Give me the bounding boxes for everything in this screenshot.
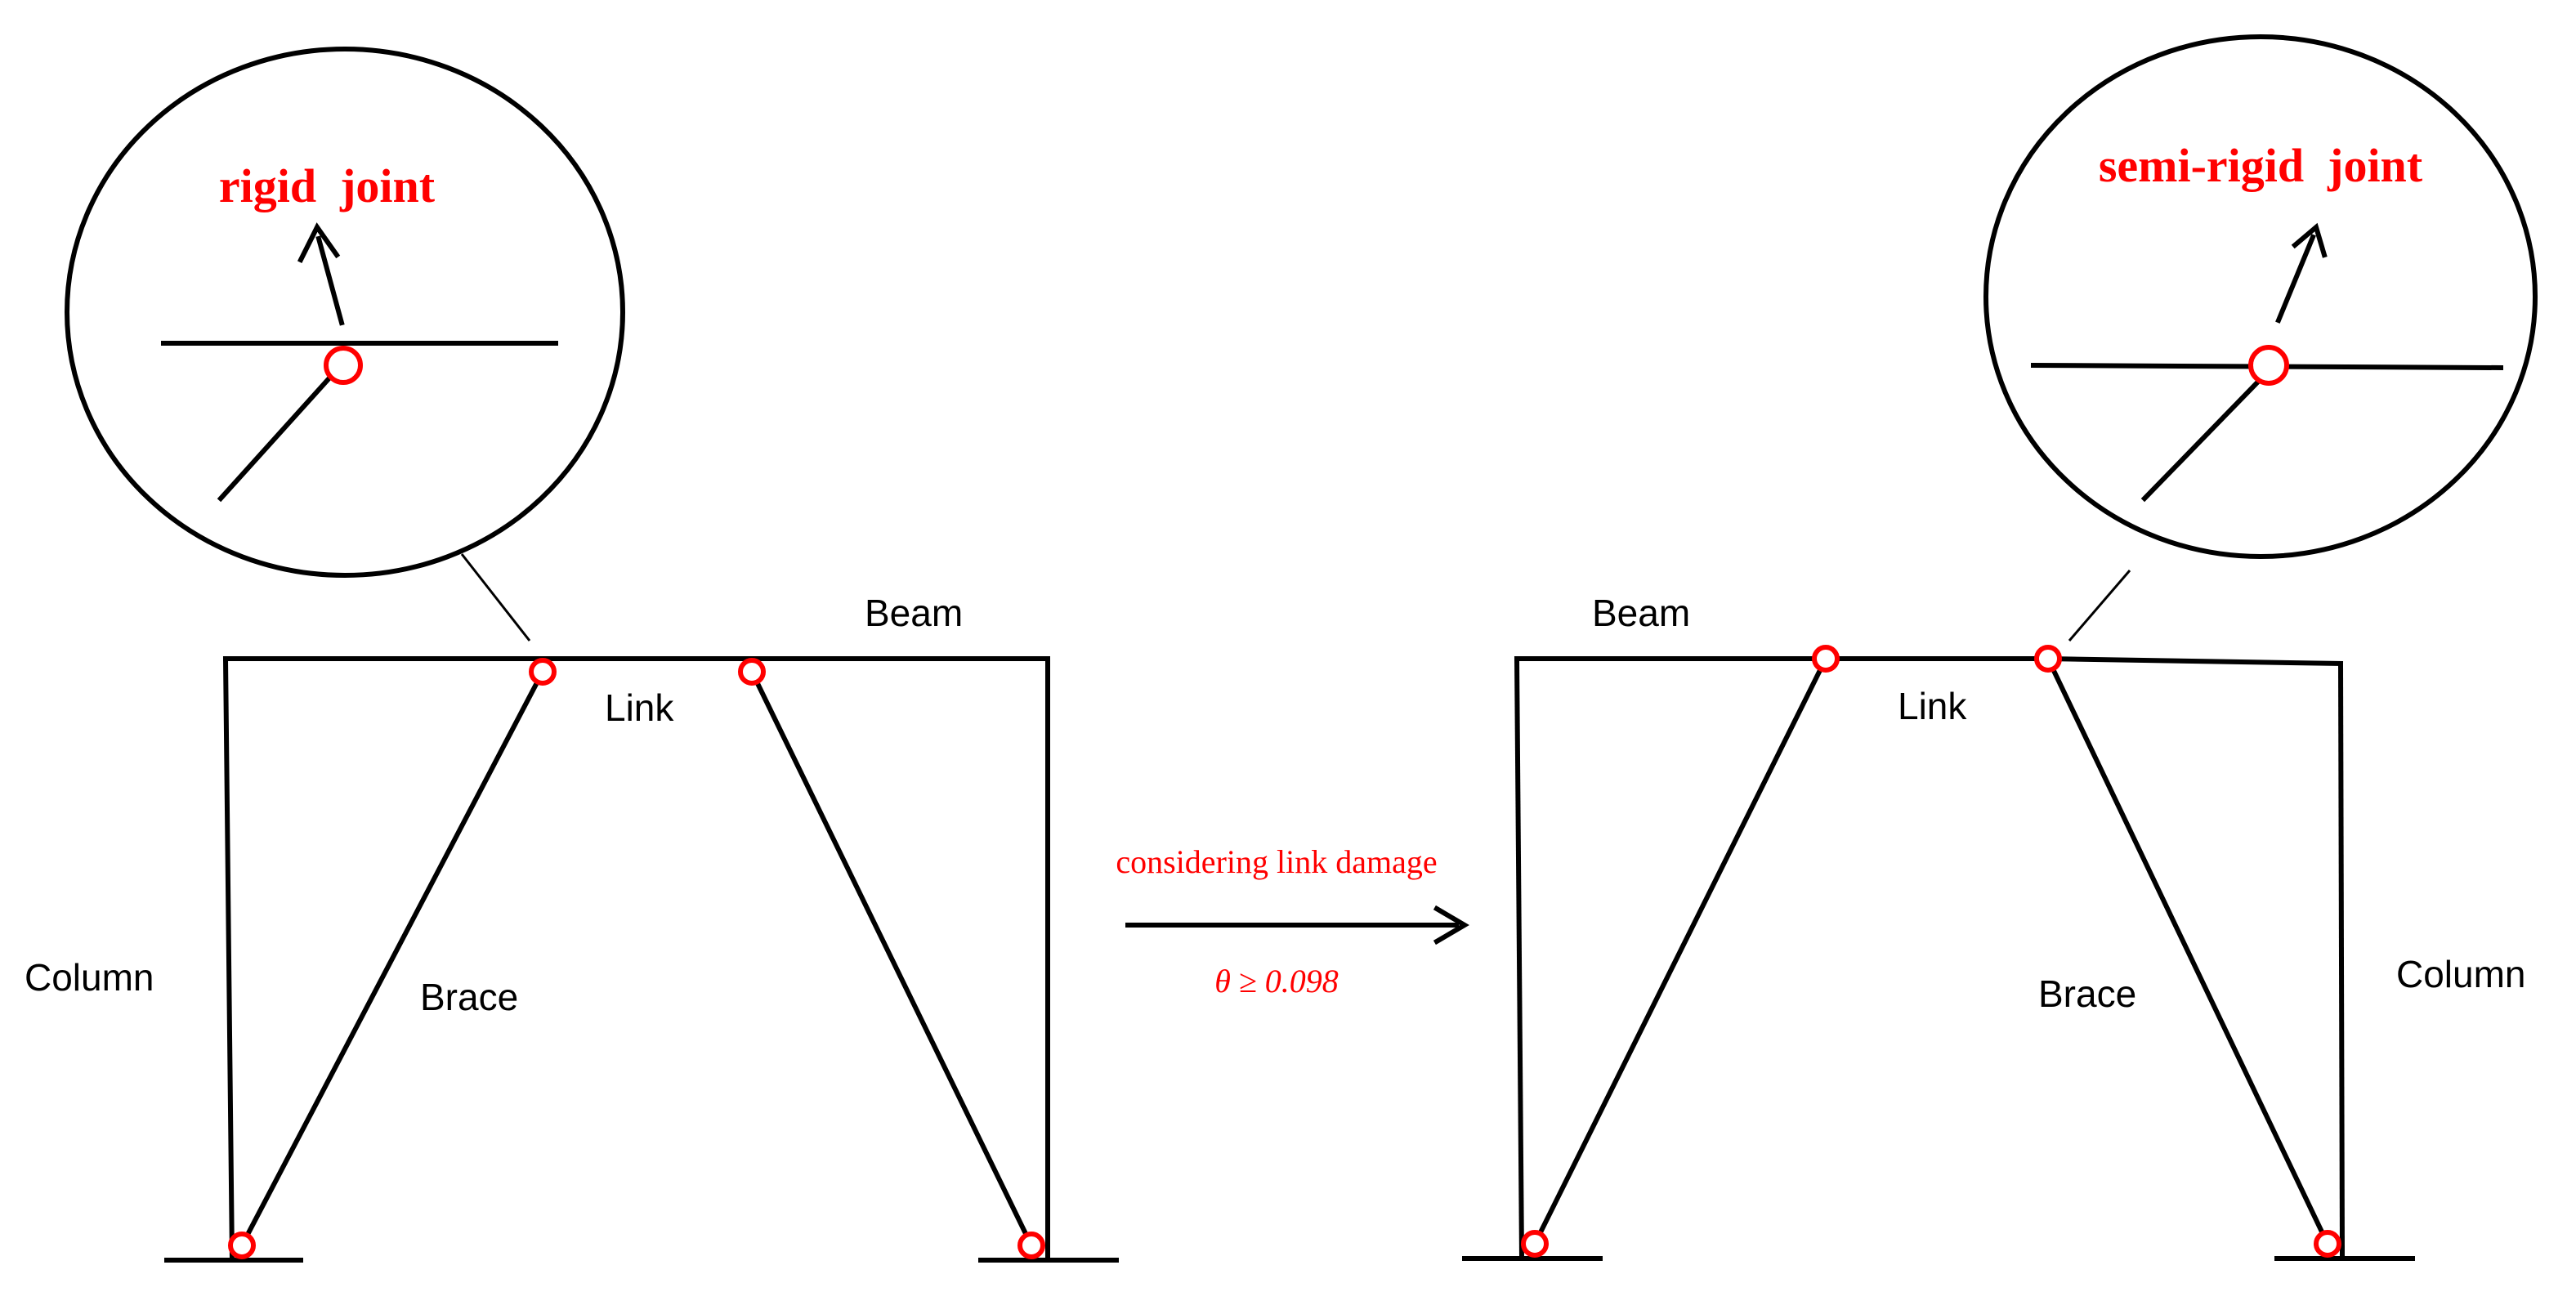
left-link-label: Link — [605, 686, 674, 729]
transition-condition-label: considering link damage — [1116, 843, 1437, 880]
right-zoom-circle — [1983, 34, 2538, 559]
left-frame: rigid joint Beam Link Brace Column — [25, 47, 1119, 1263]
transition-threshold-label: θ ≥ 0.098 — [1214, 963, 1339, 999]
left-zoom-arrow-head — [297, 222, 341, 264]
right-link-node-right — [2034, 645, 2062, 673]
left-brace-right — [748, 668, 1035, 1250]
left-zoom-arrow-shaft — [315, 235, 345, 326]
right-frame: semi-rigid joint Beam Link Brace Column — [1462, 34, 2538, 1262]
left-base-node-left — [228, 1232, 256, 1259]
right-brace-right — [2044, 655, 2332, 1248]
right-leader-line — [2068, 570, 2131, 642]
left-column-label: Column — [25, 956, 154, 999]
right-zoom-detail: semi-rigid joint — [1983, 34, 2538, 559]
left-zoom-detail: rigid joint — [65, 47, 625, 578]
right-zoom-joint-node — [2248, 345, 2289, 386]
left-leader-line — [460, 553, 531, 642]
right-zoom-arrow-head — [2291, 222, 2328, 258]
left-zoom-circle — [65, 47, 625, 578]
right-brace-left — [1531, 655, 1830, 1248]
left-column-left — [222, 655, 235, 1263]
left-link-node-right — [738, 658, 766, 686]
right-link-label: Link — [1898, 685, 1967, 727]
transition-arrow-head — [1433, 905, 1469, 946]
right-zoom-callout-label: semi-rigid joint — [2099, 139, 2423, 192]
right-link-node-left — [1812, 645, 1840, 673]
right-zoom-arrow-shaft — [2275, 234, 2316, 324]
right-beam-semirigid — [2045, 655, 2344, 667]
right-base-node-left — [1521, 1230, 1549, 1258]
left-base-node-right — [1017, 1232, 1045, 1259]
right-zoom-brace-line — [2140, 377, 2263, 503]
left-zoom-brace-line — [217, 360, 346, 503]
left-beam-label: Beam — [865, 592, 963, 634]
left-link-node-left — [529, 658, 557, 686]
right-brace-label: Brace — [2038, 972, 2136, 1015]
right-beam-label: Beam — [1592, 592, 1690, 634]
right-base-node-right — [2314, 1230, 2341, 1258]
right-column-label: Column — [2396, 953, 2526, 995]
transition: considering link damage θ ≥ 0.098 — [1116, 843, 1469, 999]
left-brace-left — [238, 668, 547, 1250]
left-zoom-joint-node — [324, 346, 363, 385]
right-column-left — [1514, 655, 1525, 1262]
left-zoom-callout-label: rigid joint — [219, 159, 436, 212]
left-brace-label: Brace — [420, 976, 518, 1018]
right-column-right — [2337, 660, 2346, 1262]
